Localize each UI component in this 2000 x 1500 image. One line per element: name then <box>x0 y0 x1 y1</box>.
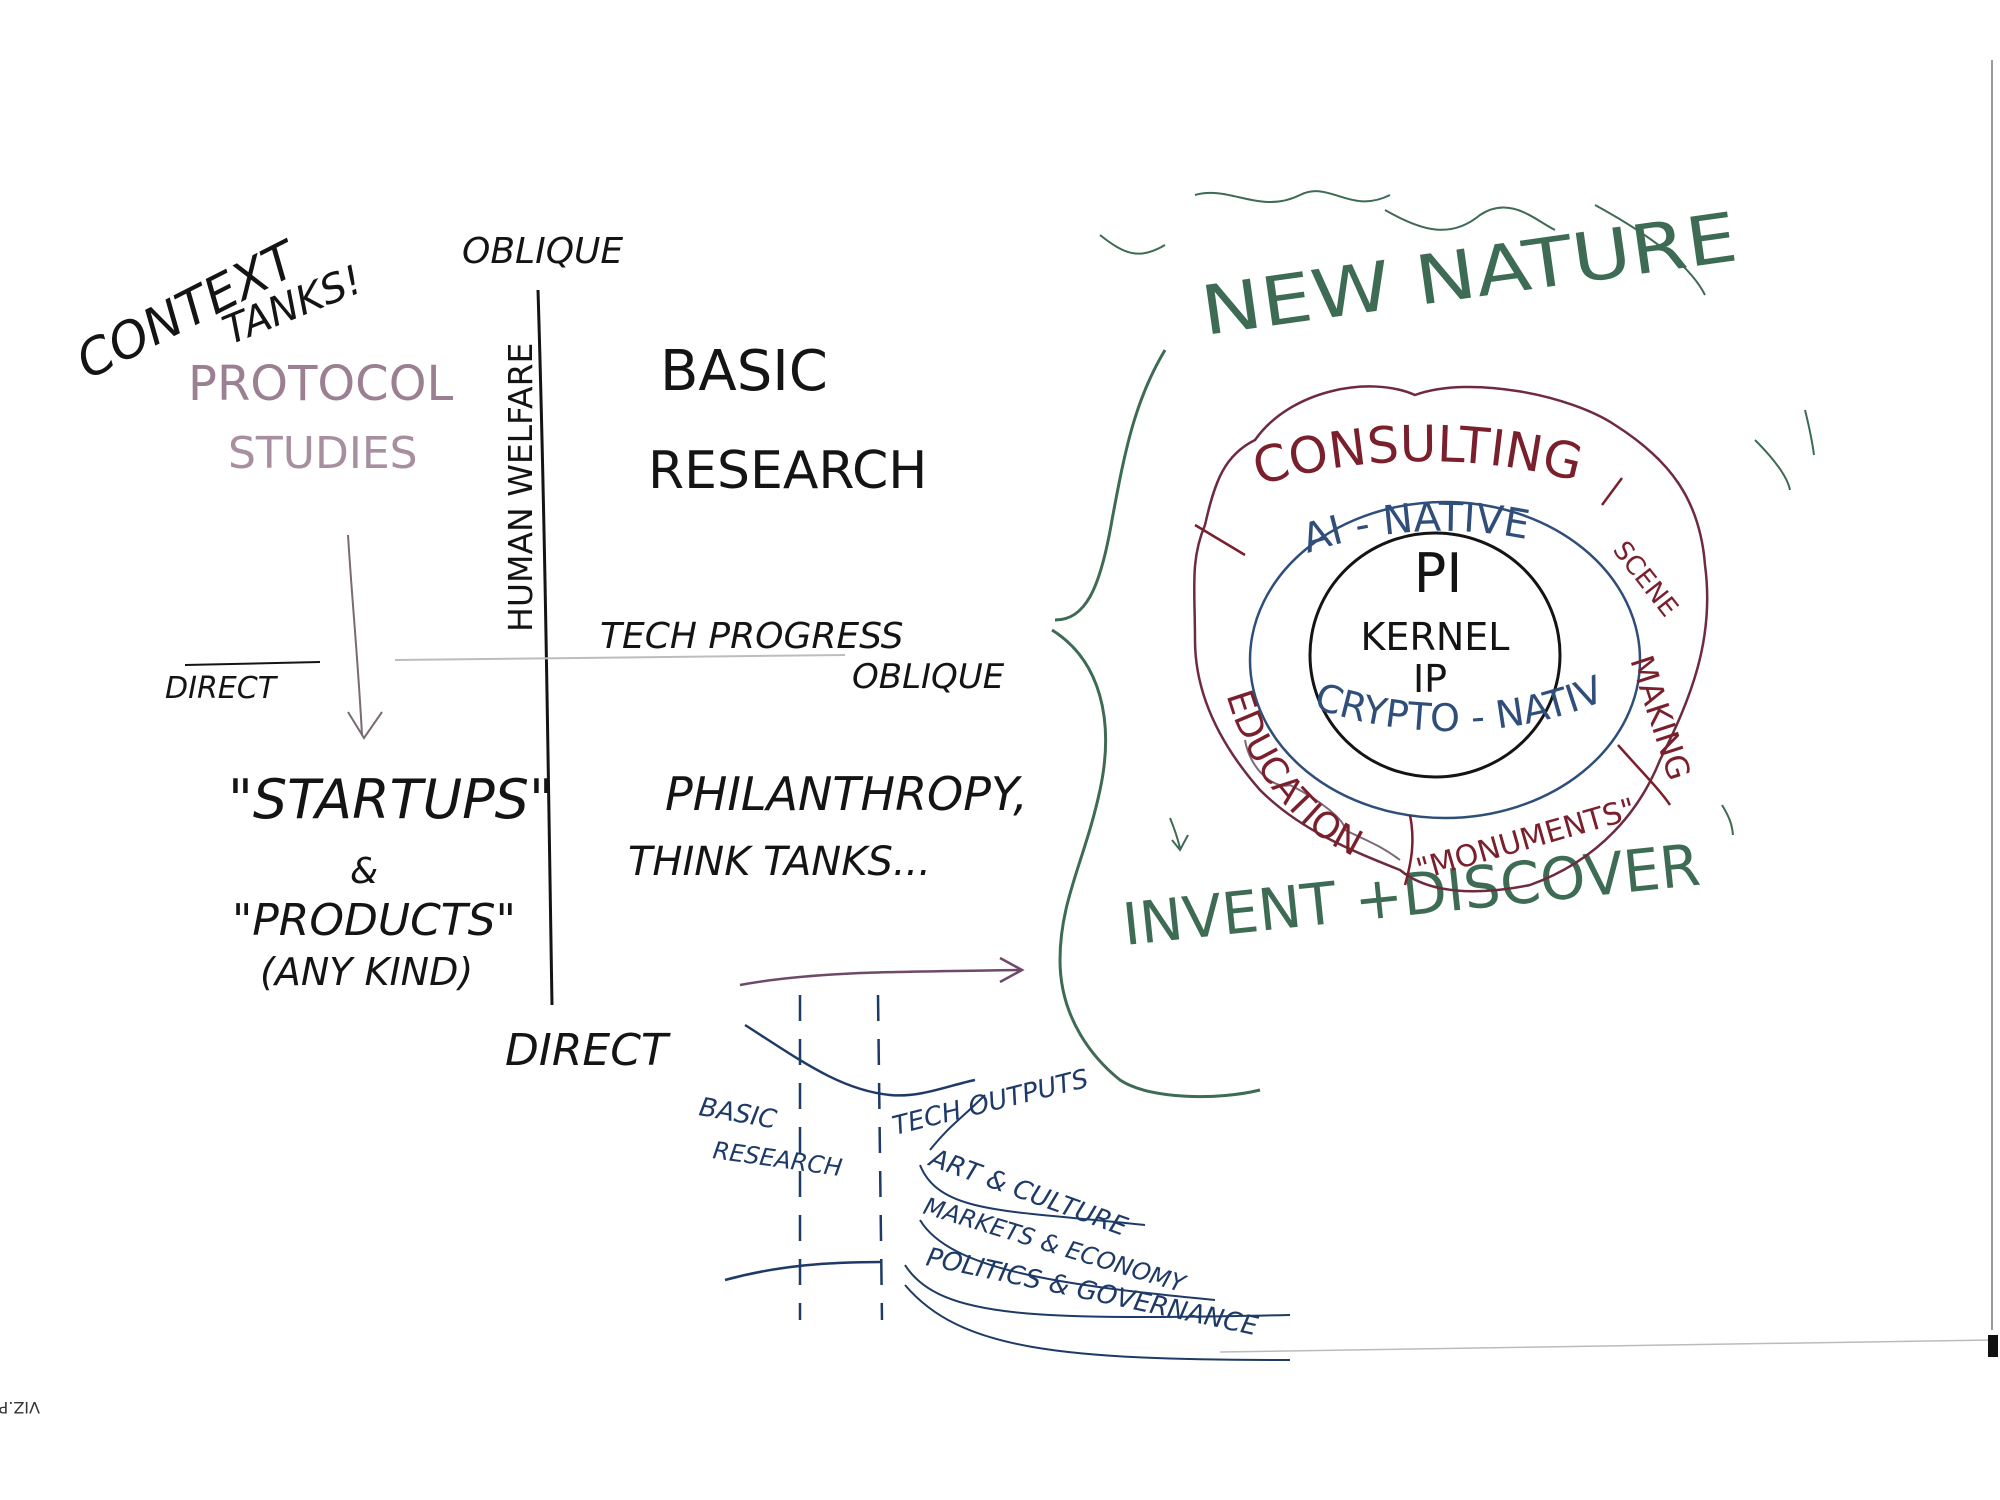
human-welfare-label: HUMAN WELFARE <box>501 343 540 632</box>
products-label: "PRODUCTS" <box>232 895 516 946</box>
startups-label: "STARTUPS" <box>228 768 554 831</box>
basic-label: BASIC <box>660 339 828 404</box>
nature-left-edge <box>1054 349 1167 622</box>
nature-tick <box>1804 409 1815 456</box>
think-tanks-label: THINK TANKS... <box>628 839 931 885</box>
outer-ring-inner-edge <box>1244 739 1401 861</box>
ip-label: IP <box>1413 657 1447 701</box>
any-kind-label: (ANY KIND) <box>260 950 473 994</box>
ring-divider <box>1194 523 1246 557</box>
nature-squiggle <box>1594 204 1706 296</box>
nature-squiggle <box>1099 234 1166 255</box>
research-curve <box>744 1023 976 1097</box>
markets-band <box>919 1219 1216 1301</box>
flow-arrow <box>739 968 1021 987</box>
watermark-label: VIZ.PRO <box>0 1398 40 1417</box>
quadrant-diagram: OBLIQUE HUMAN WELFARE DIRECT TECH PROGRE… <box>165 231 1028 1076</box>
research-label: RESEARCH <box>648 441 927 501</box>
ampersand-label: & <box>350 851 378 892</box>
flow-arrow-head <box>999 956 1025 984</box>
politics-band-top <box>904 1264 1291 1319</box>
board-bottom-edge <box>1219 1339 1993 1353</box>
direct-bottom-label: DIRECT <box>505 1025 671 1076</box>
studies-label: STUDIES <box>228 428 418 479</box>
board-marker <box>1988 1335 1998 1357</box>
art-culture-band <box>919 1164 1146 1226</box>
down-arrow-head <box>347 711 383 740</box>
outer-ring <box>1192 385 1709 893</box>
baseline-curve <box>724 1260 883 1282</box>
middle-ring <box>1248 500 1642 820</box>
nature-squiggle <box>1194 190 1391 204</box>
oblique-top-label: OBLIQUE <box>462 231 623 272</box>
ring-divider <box>1600 477 1624 506</box>
inner-ring <box>1308 531 1562 779</box>
nature-tick <box>1169 817 1189 852</box>
pi-label: PI <box>1414 542 1463 605</box>
tech-progress-label: TECH PROGRESS <box>600 616 904 657</box>
philanthropy-label: PHILANTHROPY, <box>665 767 1028 821</box>
kernel-label: KERNEL <box>1361 615 1510 659</box>
politics-band-bottom <box>904 1284 1291 1361</box>
protocol-label: PROTOCOL <box>188 356 453 412</box>
down-arrow <box>347 534 363 736</box>
nature-tick <box>1721 804 1734 836</box>
horizontal-axis-right <box>394 654 846 661</box>
nature-tick <box>1754 439 1791 491</box>
ring-divider <box>1403 814 1414 886</box>
oblique-right-label: OBLIQUE <box>852 657 1005 697</box>
nature-squiggle <box>1384 206 1556 231</box>
tech-outputs-band <box>929 1094 986 1151</box>
ring-divider <box>1617 744 1672 806</box>
left-panel: CONTEXT TANKS! PROTOCOL STUDIES "STARTUP… <box>67 229 554 994</box>
nature-left-edge <box>1051 628 1261 1099</box>
vertical-axis <box>536 289 554 1006</box>
horizontal-axis-left <box>184 661 321 666</box>
dashed-line-right <box>876 994 884 1321</box>
direct-left-label: DIRECT <box>165 671 279 706</box>
